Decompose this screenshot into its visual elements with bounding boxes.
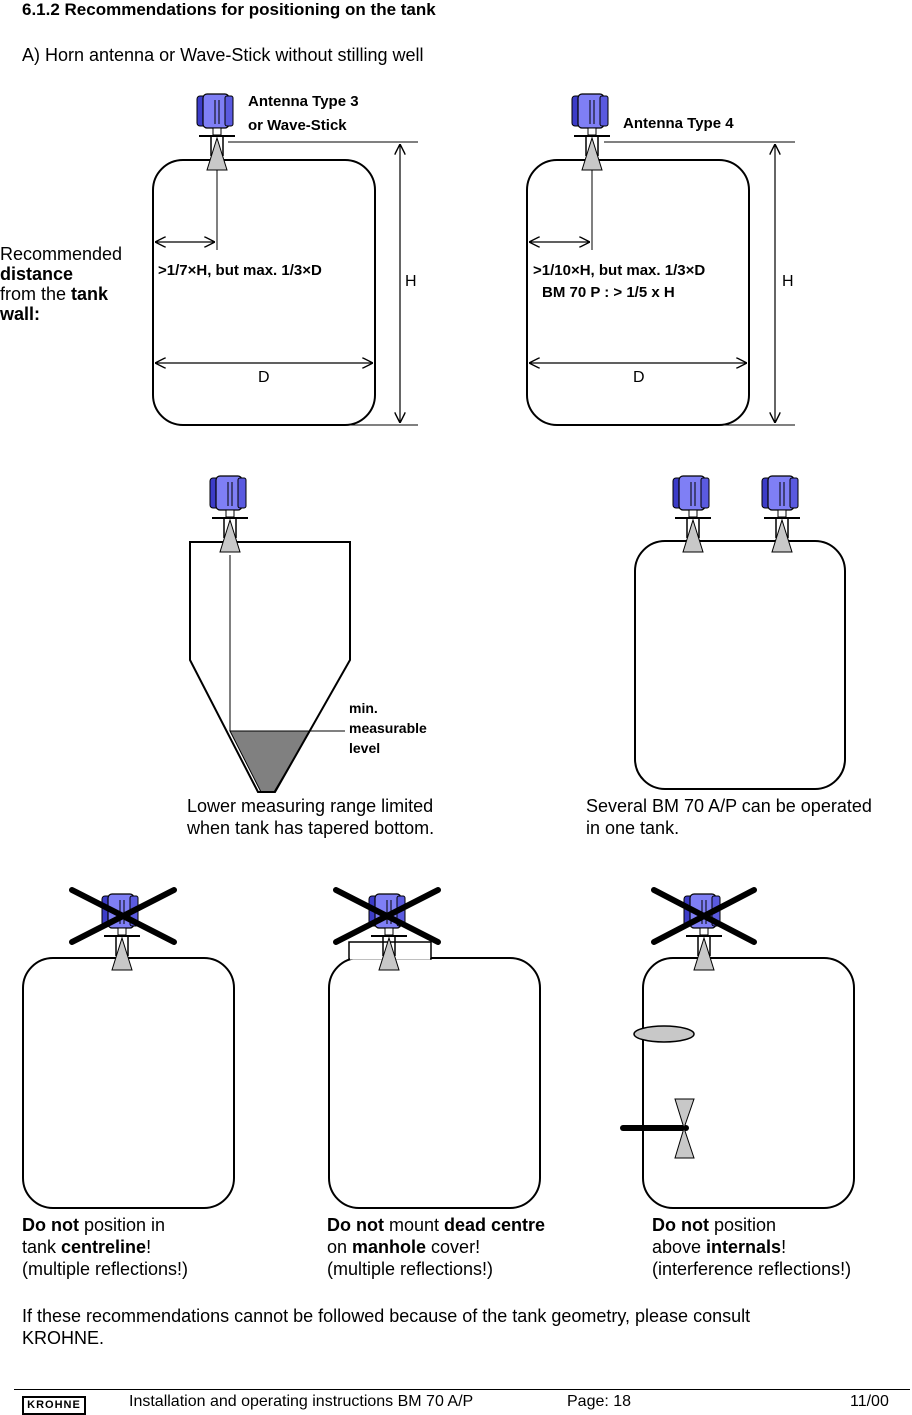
min-level-label: min. measurable level <box>349 700 427 756</box>
section-heading: 6.1.2 Recommendations for positioning on… <box>22 0 436 19</box>
issue-date: 11/00 <box>850 1393 889 1410</box>
wave-stick-label: or Wave-Stick <box>248 117 347 134</box>
multiple-devices-caption: Several BM 70 A/P can be operated in one… <box>586 796 872 838</box>
diameter-label: D <box>633 369 645 386</box>
antenna-type-3-label: Antenna Type 3 <box>248 93 359 110</box>
centreline-warning: Do not position in tank centreline! (mul… <box>22 1215 189 1279</box>
footer-divider <box>14 1389 910 1390</box>
diameter-label: D <box>258 369 270 386</box>
recommended-distance-label: Recommended distance from the tank wall: <box>0 244 123 324</box>
wall-distance-rule: >1/7×H, but max. 1/3×D <box>158 262 322 279</box>
radar-gauge-icon <box>196 93 236 171</box>
radar-gauge-icon <box>571 93 611 171</box>
bm70p-rule: BM 70 P : > 1/5 x H <box>542 284 675 301</box>
consult-note: If these recommendations cannot be follo… <box>22 1306 751 1348</box>
height-label: H <box>405 273 417 290</box>
height-label: H <box>782 273 794 290</box>
tapered-caption: Lower measuring range limited when tank … <box>187 796 435 838</box>
document-title: Installation and operating instructions … <box>129 1393 474 1410</box>
antenna-type-4-label: Antenna Type 4 <box>623 115 734 132</box>
page-number: Page: 18 <box>567 1393 632 1410</box>
internals-warning: Do not position above internals! (interf… <box>652 1215 852 1279</box>
krohne-logo: KROHNE <box>22 1396 86 1415</box>
wall-distance-rule: >1/10×H, but max. 1/3×D <box>533 262 706 279</box>
section-subheading: A) Horn antenna or Wave-Stick without st… <box>22 45 424 65</box>
radar-gauge-icon <box>209 475 249 553</box>
manhole-warning: Do not mount dead centre on manhole cove… <box>327 1215 546 1279</box>
